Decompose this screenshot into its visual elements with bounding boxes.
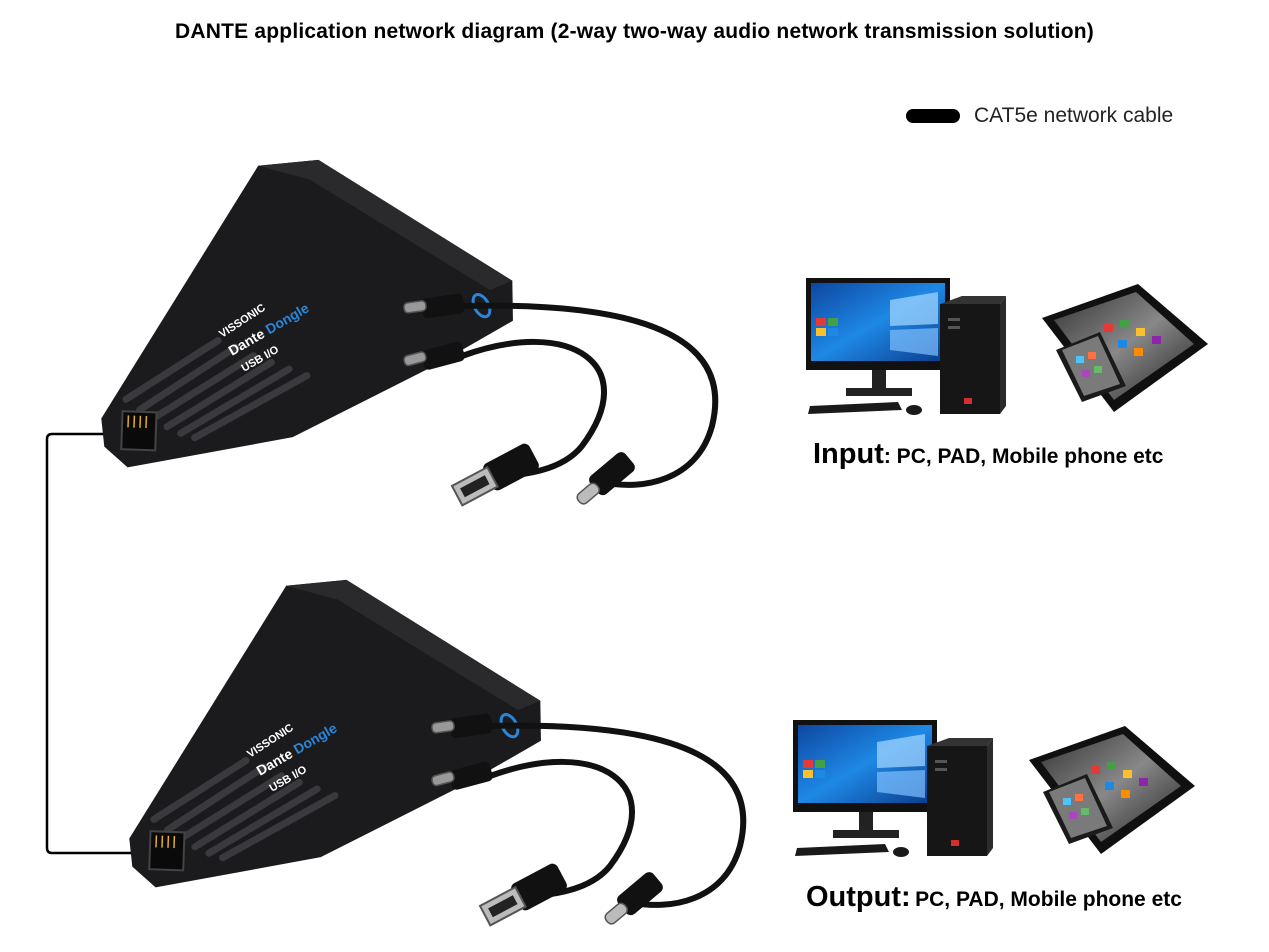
input-devices-pc-tablet bbox=[806, 278, 1208, 415]
legend: CAT5e network cable bbox=[906, 104, 1173, 128]
output-devices-text: PC, PAD, Mobile phone etc bbox=[915, 888, 1182, 911]
legend-cable-swatch bbox=[906, 109, 960, 123]
legend-cable-label: CAT5e network cable bbox=[974, 104, 1174, 127]
input-label: Input bbox=[813, 438, 884, 470]
diagram-title: DANTE application network diagram (2-way… bbox=[175, 20, 1094, 43]
output-caption: Output: PC, PAD, Mobile phone etc bbox=[806, 881, 1182, 914]
output-label: Output: bbox=[806, 881, 911, 913]
cat5e-network-cable bbox=[45, 432, 140, 855]
dante-dongle-lower: VISSONIC Dante Dongle USB I/O bbox=[128, 573, 547, 901]
dante-dongle-upper: VISSONIC Dante Dongle USB I/O bbox=[100, 153, 519, 481]
input-devices-text: : PC, PAD, Mobile phone etc bbox=[883, 445, 1164, 468]
input-caption: Input: PC, PAD, Mobile phone etc bbox=[813, 438, 1163, 471]
output-devices-pc-tablet bbox=[793, 720, 1195, 857]
